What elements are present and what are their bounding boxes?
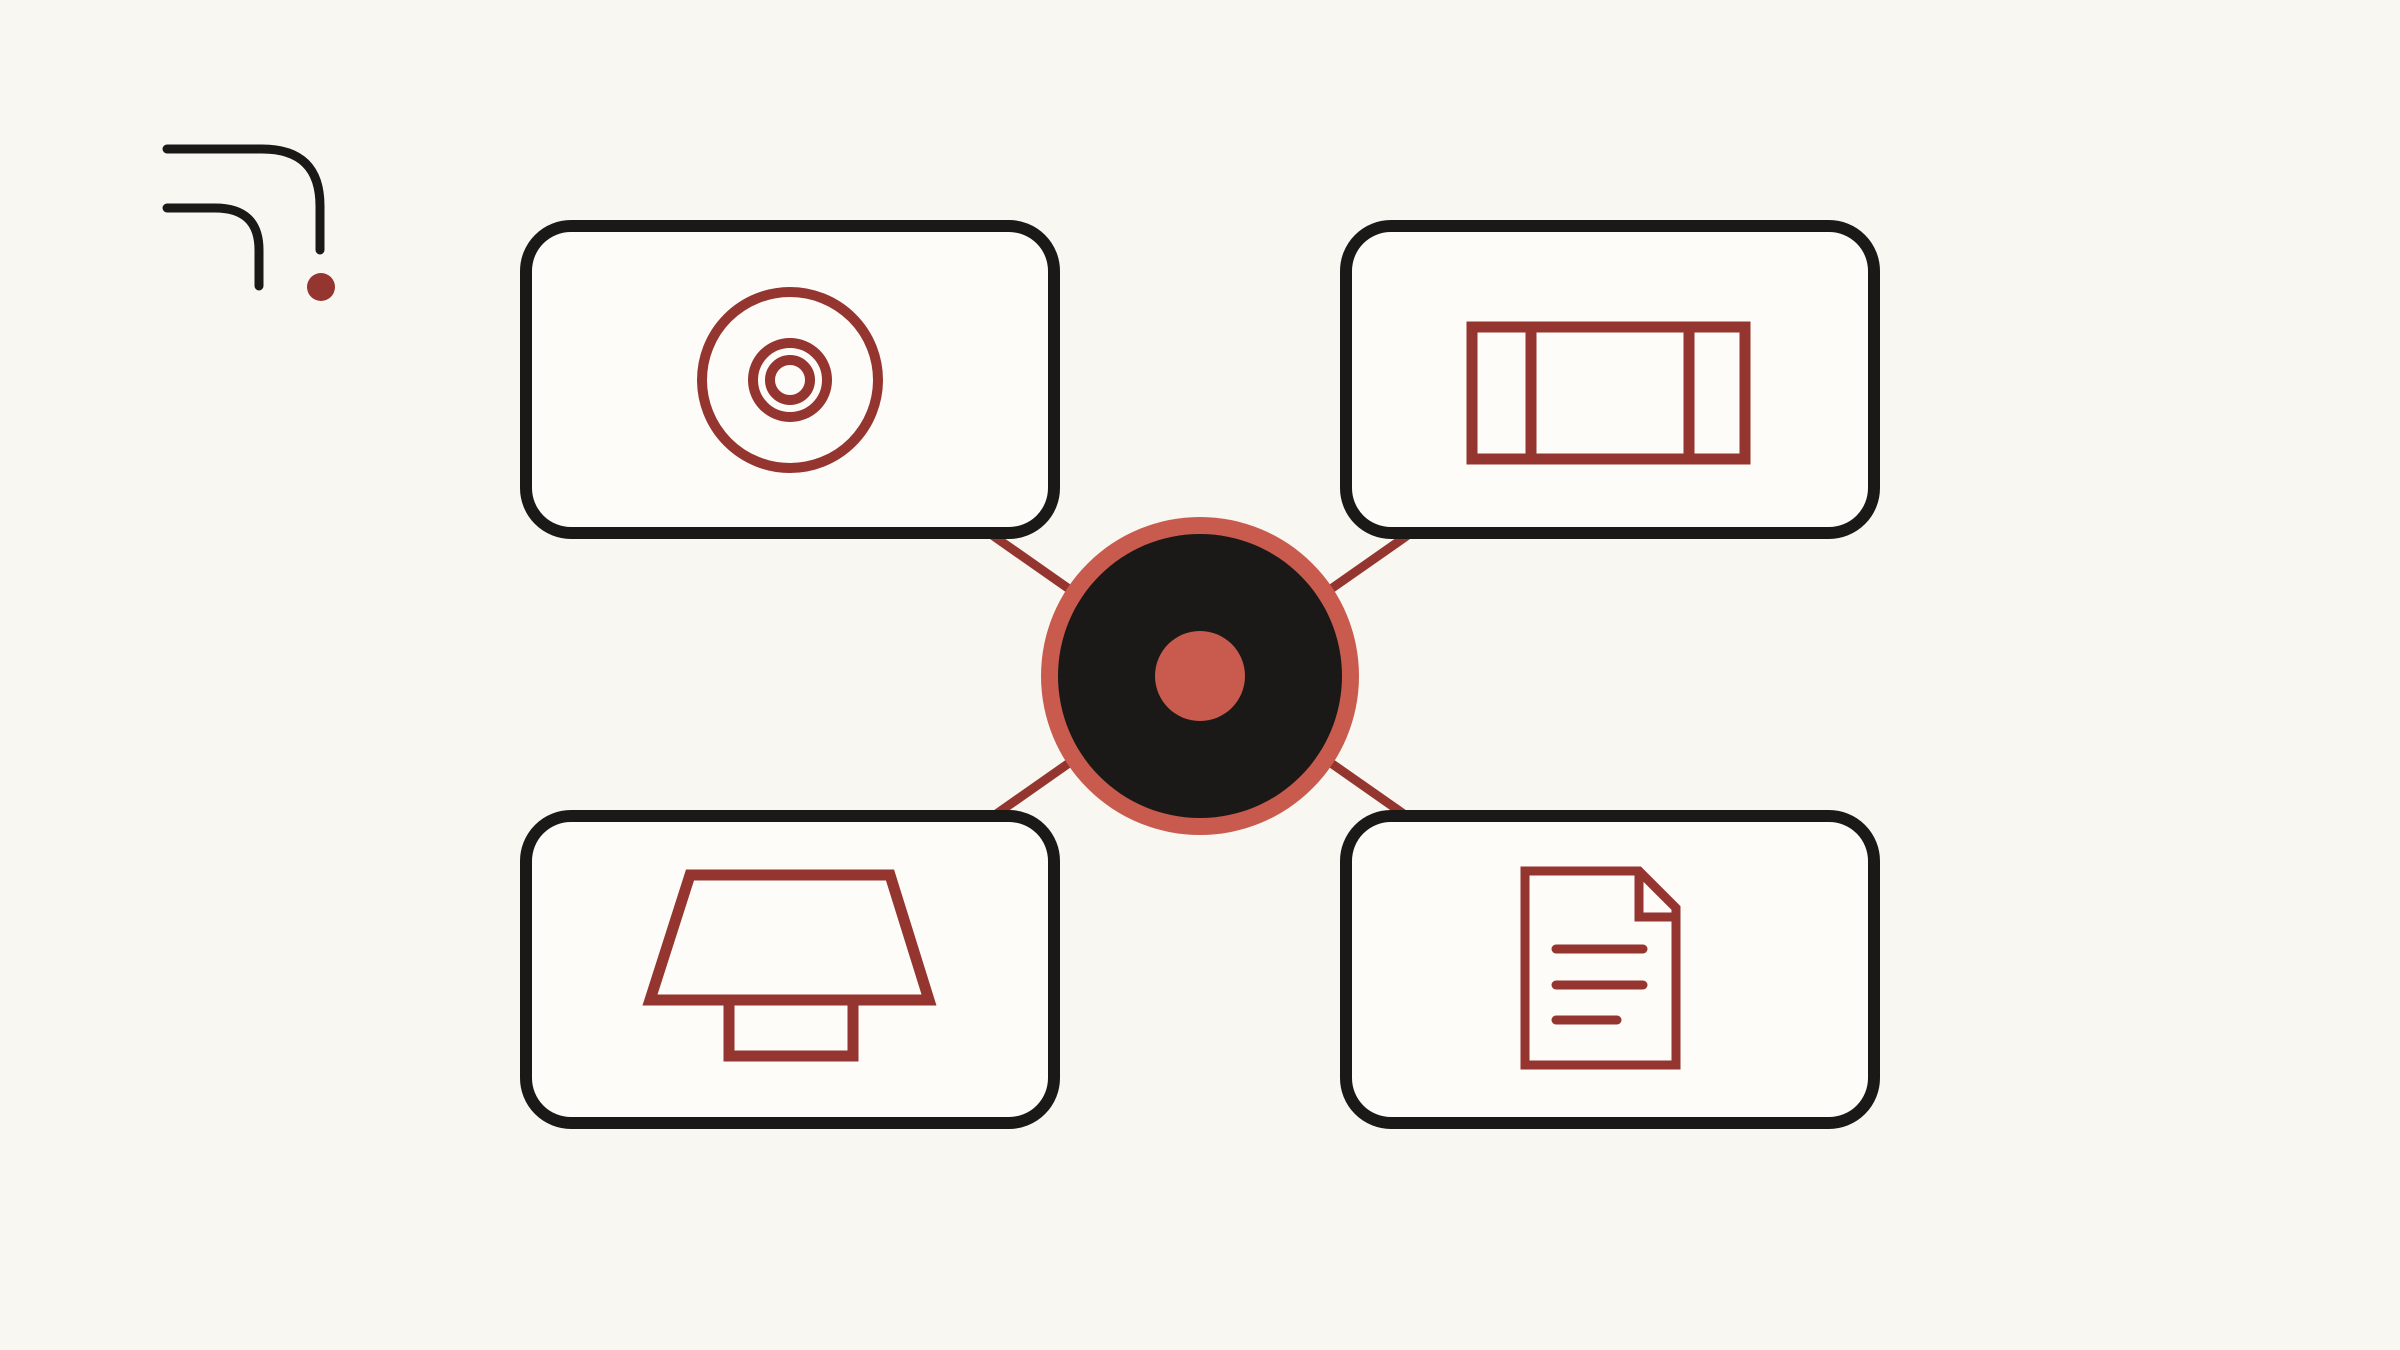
node-card-bottom-right[interactable]	[1340, 810, 1880, 1129]
columns-layout-icon	[1466, 321, 1751, 465]
lamp-shade-icon	[642, 869, 937, 1062]
node-card-bottom-left[interactable]	[520, 810, 1060, 1129]
central-hub[interactable]	[1041, 517, 1359, 835]
node-card-top-right[interactable]	[1340, 220, 1880, 539]
broadcast-corner-logo	[162, 144, 335, 301]
document-icon	[1520, 866, 1681, 1070]
connectors	[989, 531, 1411, 821]
node-card-top-left[interactable]	[520, 220, 1060, 539]
connector-bottom-left	[989, 757, 1075, 821]
connector-top-right	[1325, 531, 1411, 595]
connector-top-left	[989, 531, 1075, 595]
connector-bottom-right	[1325, 757, 1411, 821]
target-icon	[697, 287, 883, 473]
hub-core-dot-icon	[1155, 631, 1245, 721]
